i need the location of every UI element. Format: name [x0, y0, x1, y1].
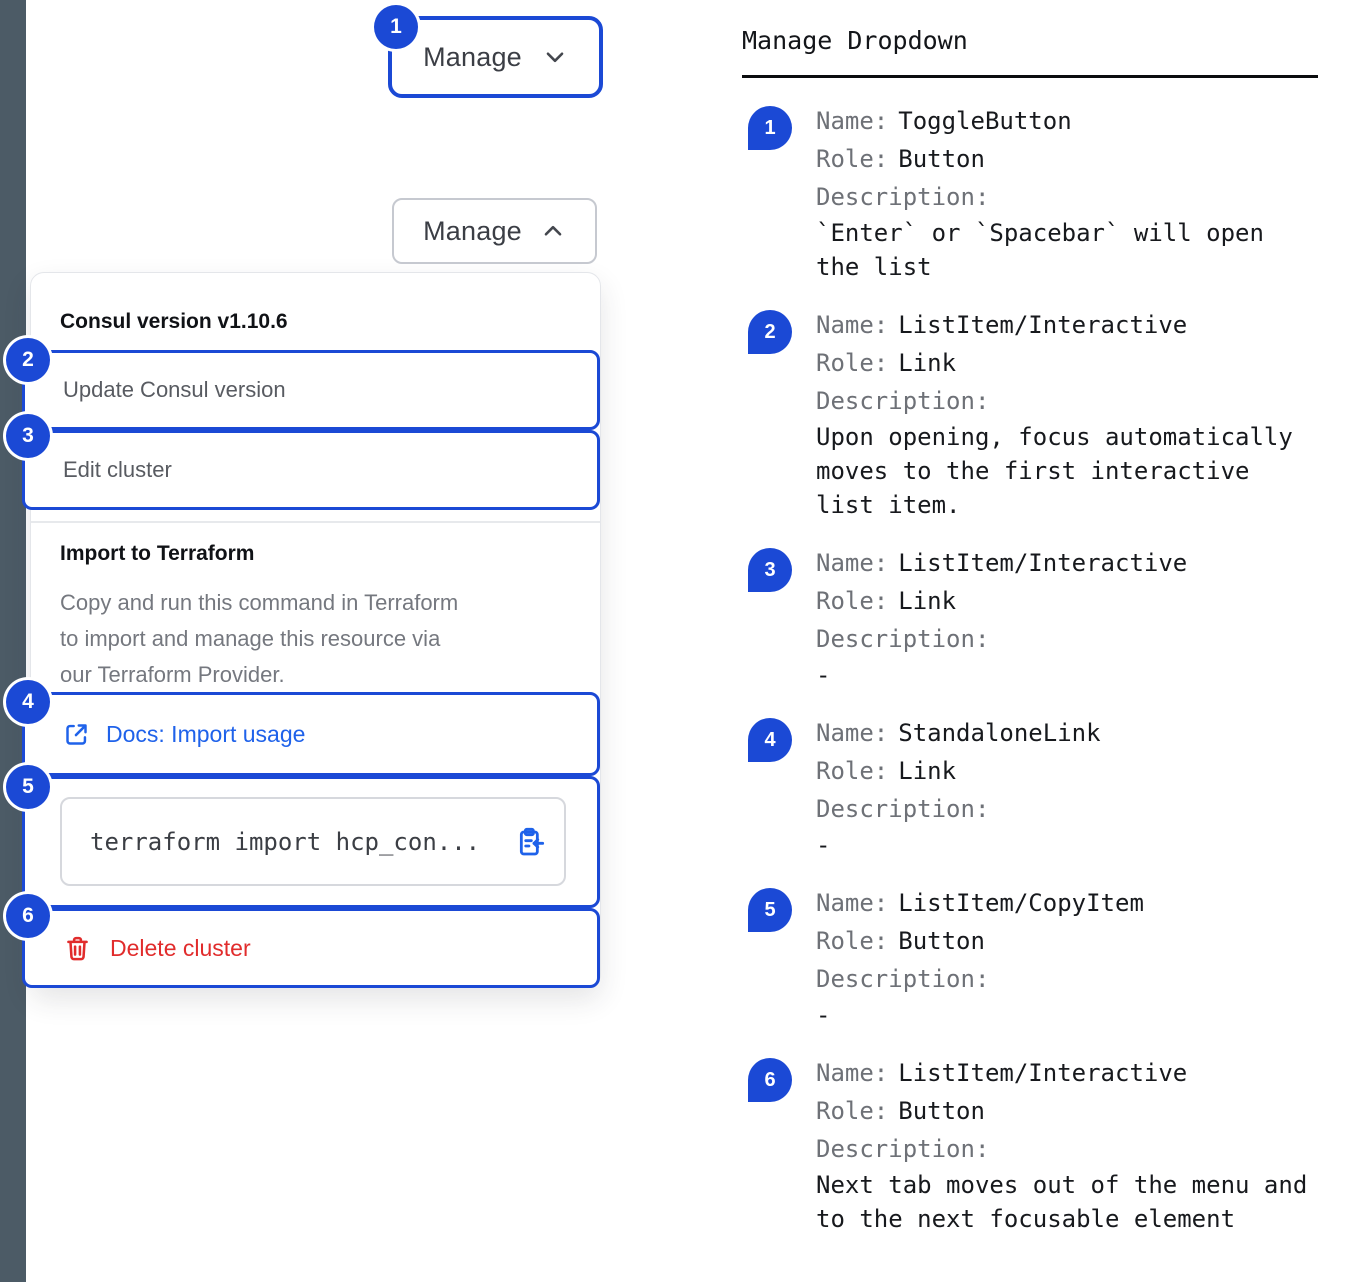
- name-value: ToggleButton: [898, 107, 1072, 135]
- name-value: ListItem/Interactive: [898, 1059, 1188, 1087]
- legend-title: Manage Dropdown: [742, 26, 1318, 78]
- role-value: Button: [898, 1097, 985, 1125]
- name-label: Name:: [816, 311, 889, 339]
- import-description-line: Copy and run this command in Terraform: [60, 590, 459, 615]
- description-label: Description:: [816, 795, 990, 823]
- chevron-down-icon: [546, 52, 564, 63]
- menu-item-label: Update Consul version: [63, 377, 286, 402]
- role-value: Link: [898, 349, 957, 377]
- terraform-command-field[interactable]: terraform import hcp_con...: [60, 797, 566, 886]
- name-label: Name:: [816, 719, 889, 747]
- name-value: StandaloneLink: [898, 719, 1101, 747]
- name-label: Name:: [816, 1059, 889, 1087]
- legend-number-badge-6: 6: [748, 1058, 792, 1102]
- legend-item-2: 2 Name: ListItem/Interactive Role: Link De…: [742, 306, 1318, 522]
- import-description-line: to import and manage this resource via: [60, 626, 441, 651]
- annotation-badge-6: 6: [6, 894, 50, 938]
- menu-item-label: Edit cluster: [63, 457, 172, 482]
- role-label: Role:: [816, 349, 889, 377]
- role-value: Link: [898, 757, 957, 785]
- description-value: `Enter` or `Spacebar` will open the list: [816, 219, 1264, 281]
- chevron-up-icon: [544, 225, 562, 236]
- role-value: Button: [898, 145, 985, 173]
- manage-button-label: Manage: [423, 215, 522, 246]
- manage-toggle-button-expanded[interactable]: Manage: [392, 198, 597, 264]
- legend-number-badge-3: 3: [748, 548, 792, 592]
- legend-number-badge-1: 1: [748, 106, 792, 150]
- legend-number-badge-4: 4: [748, 718, 792, 762]
- menu-item-edit-cluster[interactable]: Edit cluster: [22, 430, 600, 510]
- trash-icon: [67, 936, 88, 960]
- import-description-line: our Terraform Provider.: [60, 662, 285, 687]
- legend-number-badge-2: 2: [748, 310, 792, 354]
- description-label: Description:: [816, 625, 990, 653]
- description-value: -: [816, 831, 831, 859]
- role-label: Role:: [816, 1097, 889, 1125]
- consul-version-heading: Consul version v1.10.6: [60, 310, 288, 333]
- docs-link-label: Docs: Import usage: [106, 720, 306, 747]
- annotation-badge-5: 5: [6, 765, 50, 809]
- name-label: Name:: [816, 107, 889, 135]
- legend-panel: Manage Dropdown 1 Name: ToggleButton Role…: [742, 26, 1318, 1258]
- description-value: -: [816, 661, 831, 689]
- description-label: Description:: [816, 965, 990, 993]
- legend-item-4: 4 Name: StandaloneLink Role: Link Descript…: [742, 714, 1318, 862]
- manage-toggle-button-collapsed[interactable]: Manage: [388, 16, 603, 98]
- import-to-terraform-heading: Import to Terraform: [60, 542, 255, 565]
- description-label: Description:: [816, 183, 990, 211]
- name-value: ListItem/Interactive: [898, 311, 1188, 339]
- description-label: Description:: [816, 387, 990, 415]
- name-label: Name:: [816, 549, 889, 577]
- left-dark-strip: [0, 0, 26, 1282]
- external-link-icon: [66, 723, 87, 745]
- legend-item-5: 5 Name: ListItem/CopyItem Role: Button Des…: [742, 884, 1318, 1032]
- menu-item-update-consul-version[interactable]: Update Consul version: [22, 350, 600, 430]
- delete-cluster-label: Delete cluster: [110, 934, 251, 961]
- manage-button-label: Manage: [423, 41, 522, 72]
- role-value: Button: [898, 927, 985, 955]
- description-label: Description:: [816, 1135, 990, 1163]
- legend-number-badge-5: 5: [748, 888, 792, 932]
- legend-item-3: 3 Name: ListItem/Interactive Role: Link De…: [742, 544, 1318, 692]
- role-label: Role:: [816, 145, 889, 173]
- copy-to-clipboard-icon[interactable]: [514, 826, 546, 858]
- annotation-badge-2: 2: [6, 338, 50, 382]
- menu-divider: [31, 521, 600, 523]
- terraform-command-text: terraform import hcp_con...: [90, 827, 481, 856]
- menu-item-docs-import-usage[interactable]: Docs: Import usage: [22, 692, 600, 776]
- role-label: Role:: [816, 587, 889, 615]
- role-label: Role:: [816, 757, 889, 785]
- annotation-badge-3: 3: [6, 414, 50, 458]
- legend-item-1: 1 Name: ToggleButton Role: Button Descript…: [742, 102, 1318, 284]
- description-value: -: [816, 1001, 831, 1029]
- name-value: ListItem/CopyItem: [898, 889, 1144, 917]
- name-value: ListItem/Interactive: [898, 549, 1188, 577]
- name-label: Name:: [816, 889, 889, 917]
- role-value: Link: [898, 587, 957, 615]
- annotation-badge-1: 1: [374, 5, 418, 49]
- menu-item-delete-cluster[interactable]: Delete cluster: [22, 908, 600, 988]
- import-description: Copy and run this command in Terraform t…: [60, 585, 458, 693]
- role-label: Role:: [816, 927, 889, 955]
- legend-item-6: 6 Name:ListItem/Interactive Role:Button …: [742, 1054, 1318, 1236]
- annotation-badge-4: 4: [6, 680, 50, 724]
- description-value: Next tab moves out of the menu and to th…: [816, 1171, 1308, 1233]
- description-value: Upon opening, focus automatically moves …: [816, 423, 1293, 519]
